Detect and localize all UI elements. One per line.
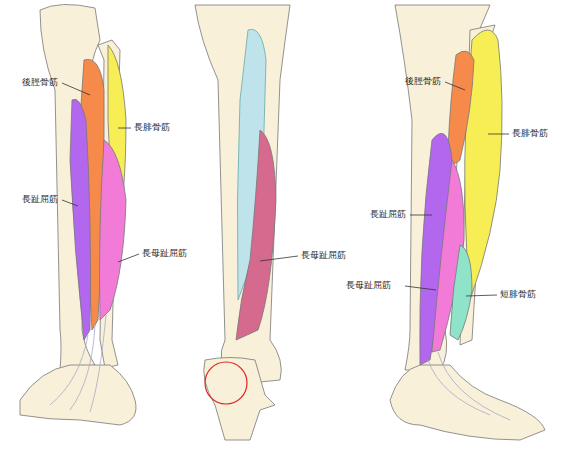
foot <box>20 365 136 425</box>
pink-muscle <box>236 130 276 340</box>
muscle-label: 長母趾屈筋 <box>142 249 187 259</box>
foot <box>204 358 275 441</box>
muscle-label: 長腓骨筋 <box>134 123 170 133</box>
middle-leg <box>195 5 290 440</box>
pink-muscle <box>100 140 127 320</box>
leader-line <box>410 215 432 216</box>
leader-line <box>62 200 78 206</box>
leader-line <box>466 295 497 296</box>
leader-line <box>445 82 465 90</box>
muscle-label: 長腓骨筋 <box>512 129 548 139</box>
right-leg <box>390 5 545 440</box>
leader-line <box>260 256 298 261</box>
purple-muscle <box>70 99 91 340</box>
muscle-label: 長趾屈筋 <box>22 195 58 205</box>
muscle-label: 長趾屈筋 <box>370 210 406 220</box>
tendons <box>428 352 510 420</box>
muscle-label: 後脛骨筋 <box>405 77 441 87</box>
orange-muscle <box>448 51 474 163</box>
leader-line <box>488 134 509 135</box>
leader-lines <box>62 82 509 296</box>
leader-line <box>118 128 131 129</box>
leader-line <box>118 254 139 262</box>
muscle-label: 長母趾屈筋 <box>301 251 346 261</box>
leader-line <box>405 286 436 290</box>
left-leg <box>20 4 136 425</box>
highlight-circle <box>205 362 247 404</box>
muscle-label: 短腓骨筋 <box>500 290 536 300</box>
tibia <box>195 5 290 385</box>
teal-muscle <box>450 245 472 340</box>
tendons <box>50 315 106 412</box>
muscle-label: 後脛骨筋 <box>22 78 58 88</box>
muscle-label: 長母趾屈筋 <box>346 281 391 291</box>
leader-line <box>62 83 90 95</box>
foot <box>390 365 545 440</box>
